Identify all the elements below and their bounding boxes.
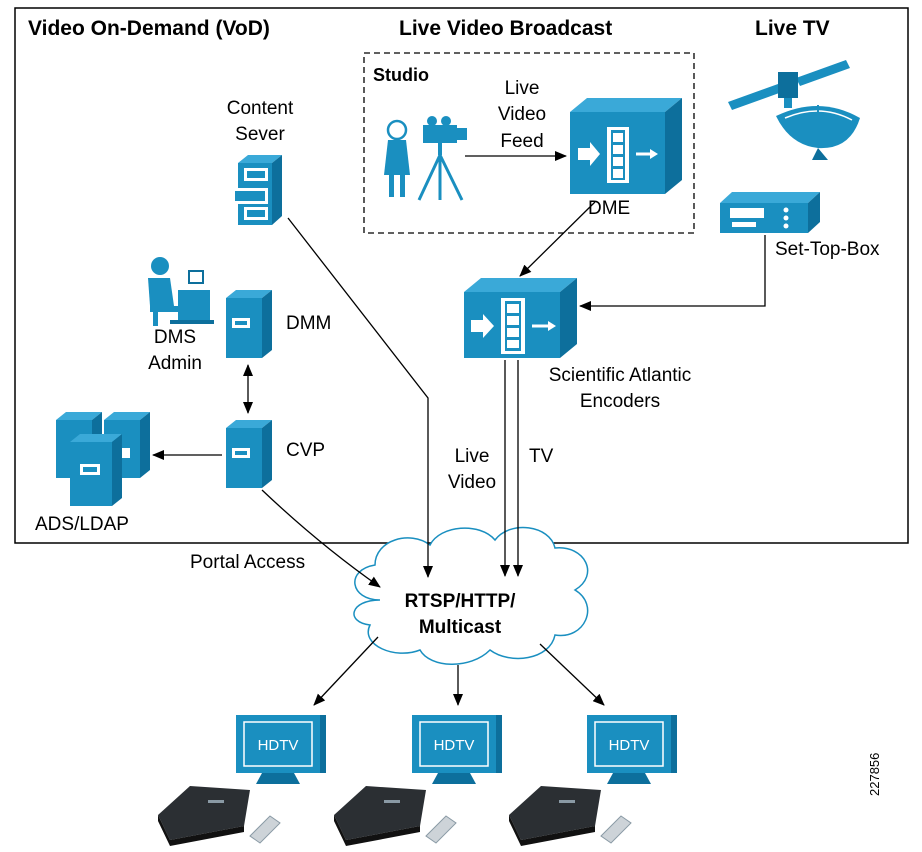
- studio-box: [363, 52, 695, 234]
- portal-access-arrow: [261, 489, 381, 588]
- tv-label: TV: [529, 446, 554, 467]
- hdtv-monitor-1: [236, 715, 326, 784]
- cloud-label-line-1: RTSP/HTTP/: [404, 591, 516, 612]
- receiver-box-2: [334, 786, 426, 846]
- cvp-label: CVP: [286, 440, 326, 461]
- cloud-to-hdtv-1-arrow: [313, 636, 379, 706]
- feed-label-line-1: Live: [504, 78, 540, 99]
- encoders-device-icon: [464, 278, 577, 358]
- content-server-icon: [232, 155, 282, 225]
- remote-control-2: [425, 815, 457, 844]
- hdtv-monitor-3: [587, 715, 677, 784]
- figure-id: 227856: [867, 752, 882, 796]
- section-title-live-tv: Live TV: [755, 17, 830, 40]
- dme-device-icon: [570, 98, 682, 194]
- section-title-live-broadcast: Live Video Broadcast: [399, 17, 613, 40]
- section-title-vod: Video On-Demand (VoD): [28, 17, 270, 40]
- content-server-label-line-2: Sever: [235, 124, 285, 145]
- portal-access-label: Portal Access: [190, 552, 306, 573]
- ads-ldap-label: ADS/LDAP: [35, 514, 129, 535]
- hdtv-monitor-2: [412, 715, 502, 784]
- dms-admin-label-line-1: DMS: [153, 327, 197, 348]
- feed-label-line-2: Video: [497, 104, 547, 125]
- satellite-dish-icon: [776, 105, 860, 160]
- receiver-box-1: [158, 786, 250, 846]
- ads-ldap-servers-icon: [56, 412, 150, 506]
- live-video-label-line-2: Video: [447, 472, 497, 493]
- feed-label-line-3: Feed: [500, 131, 544, 152]
- camera-icon: [417, 116, 467, 201]
- dms-admin-icon: [148, 257, 214, 326]
- presenter-icon: [384, 119, 410, 197]
- remote-control-3: [600, 815, 632, 844]
- set-top-box-icon: [720, 192, 820, 233]
- network-cloud-shape: [353, 526, 589, 665]
- receiver-box-3: [509, 786, 601, 846]
- cloud-label-line-2: Multicast: [418, 617, 502, 638]
- satellite-icon: [728, 60, 850, 110]
- hdtv-label-1: HDTV: [257, 737, 299, 754]
- hdtv-label-2: HDTV: [433, 737, 475, 754]
- cloud-to-hdtv-3-arrow: [539, 643, 605, 706]
- dme-to-encoders-arrow: [519, 201, 596, 277]
- content-server-to-cloud-arrow: [287, 217, 433, 578]
- set-top-box-label: Set-Top-Box: [775, 239, 880, 260]
- dmm-label: DMM: [286, 313, 332, 334]
- remote-control-1: [249, 815, 281, 844]
- dms-admin-label-line-2: Admin: [148, 353, 202, 374]
- live-video-label-line-1: Live: [454, 446, 490, 467]
- dmm-server-icon: [226, 290, 272, 358]
- hdtv-label-3: HDTV: [608, 737, 650, 754]
- content-server-label-line-1: Content: [226, 98, 294, 119]
- dme-label: DME: [588, 198, 631, 219]
- encoders-label-line-2: Encoders: [579, 391, 661, 412]
- cvp-server-icon: [226, 420, 272, 488]
- encoders-label-line-1: Scientific Atlantic: [548, 365, 692, 386]
- studio-title: Studio: [373, 65, 429, 85]
- stb-to-encoders-arrow: [579, 235, 766, 311]
